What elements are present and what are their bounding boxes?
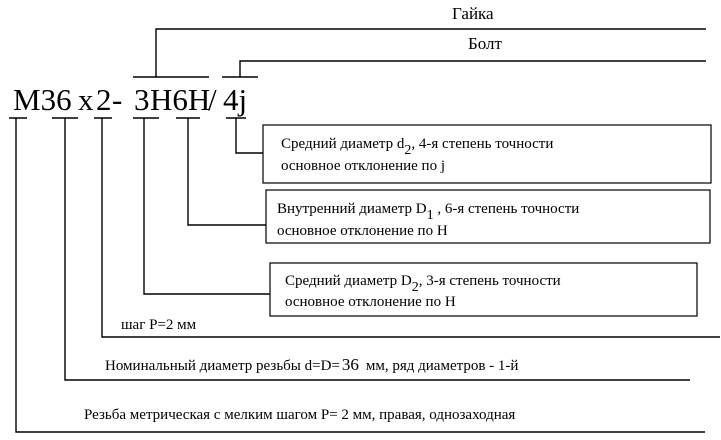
thread-type-label: Резьба метрическая с мелким шагом Р= 2 м…: [84, 407, 515, 423]
nut-minor-diameter-line1: Внутренний диаметр D1 , 6-я степень точн…: [277, 201, 579, 223]
bolt-pitch-diameter-line1: Средний диаметр d2, 4-я степень точности: [281, 136, 553, 158]
leader-pitch: [101, 118, 720, 338]
nut-minor-diameter-line2: основное отклонение по Н: [277, 223, 448, 239]
designation-tol-4j: 4j: [223, 82, 247, 117]
nut-pitch-diameter-line1: Средний диаметр D2, 3-я степень точности: [285, 273, 561, 295]
designation-dash: -: [112, 82, 122, 117]
nut-minor-diameter-box: [265, 189, 711, 244]
bolt-leader-line: [239, 60, 706, 77]
nut-label: Гайка: [452, 4, 494, 23]
nut-leader-line: [155, 28, 706, 77]
leader-nominal-diameter: [64, 118, 690, 381]
leader-thread-type: [15, 118, 705, 433]
designation-tol-3: 3: [134, 82, 150, 117]
designation-tol-h6h: Н6Н: [150, 82, 210, 117]
bolt-label: Болт: [468, 34, 503, 53]
leader-nut-pitch-tolerance: [143, 118, 270, 295]
leader-nut-minor-tolerance: [187, 118, 266, 226]
designation-slash: /: [208, 82, 217, 117]
designation-pitch: 2: [96, 82, 112, 117]
bolt-pitch-diameter-box: [262, 124, 712, 184]
nut-pitch-diameter-box: [269, 262, 698, 317]
designation-m36: М36: [13, 82, 72, 117]
pitch-label: шаг Р=2 мм: [121, 317, 197, 333]
designation-x: х: [78, 82, 94, 117]
bolt-pitch-diameter-line2: основное отклонение по j: [281, 158, 445, 174]
leader-bolt-tolerance: [235, 118, 263, 154]
nut-pitch-diameter-line2: основное отклонение по Н: [285, 294, 456, 310]
